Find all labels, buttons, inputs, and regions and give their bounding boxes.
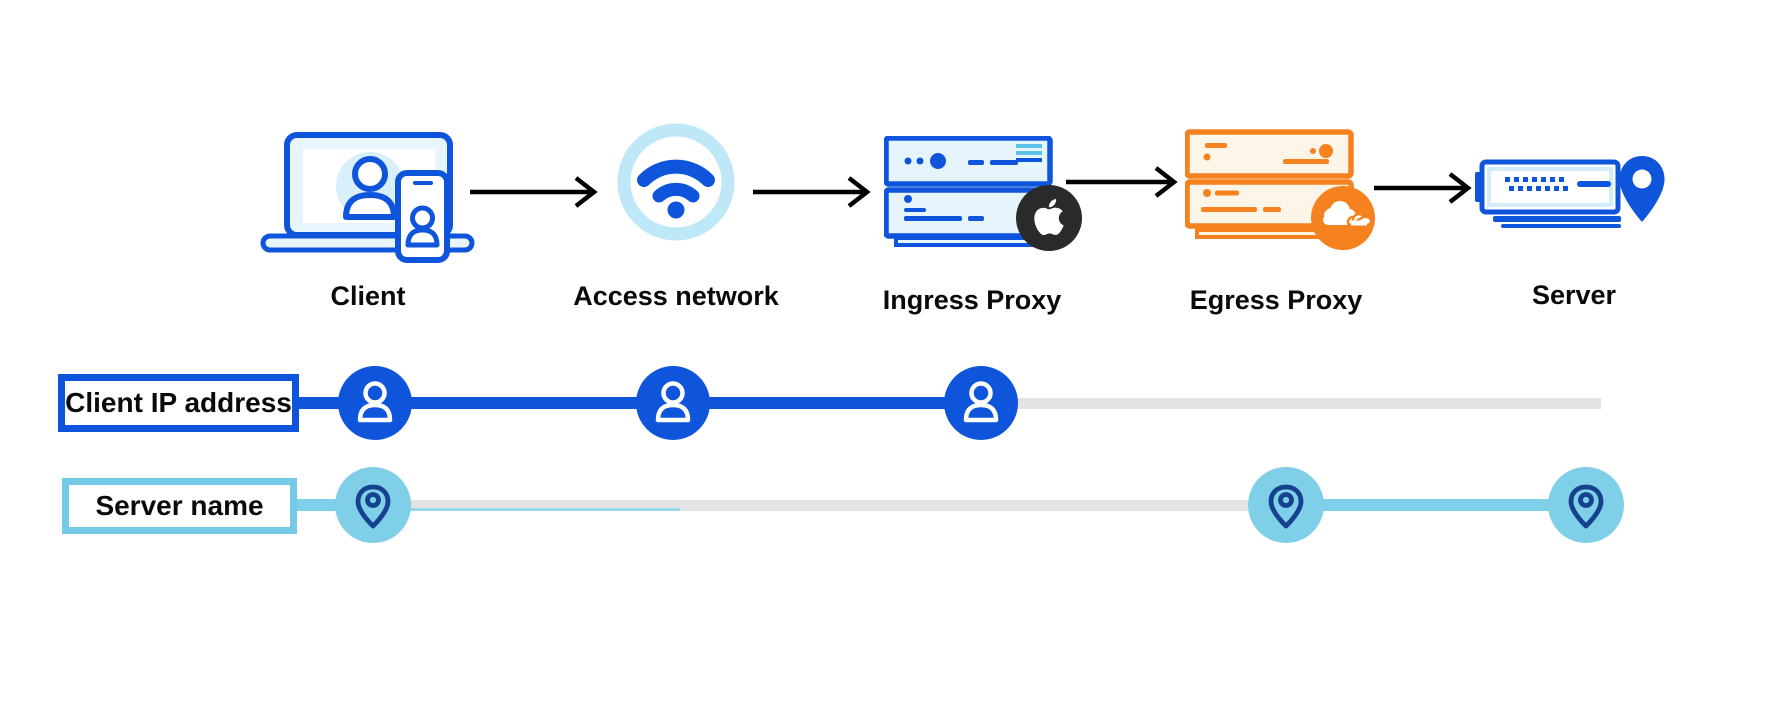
server-name-label: Server name	[62, 478, 297, 534]
server-name-active-line	[1286, 499, 1586, 511]
pin-marker	[335, 467, 411, 543]
user-marker	[338, 366, 412, 440]
client-ip-inactive-line	[981, 398, 1601, 409]
server-rack-icon	[884, 136, 1082, 251]
location-pin-icon	[1619, 156, 1665, 222]
cloudflare-logo-icon	[1311, 186, 1375, 250]
user-icon	[357, 381, 393, 423]
node-label-ingress-proxy: Ingress Proxy	[882, 285, 1062, 315]
user-marker	[944, 366, 1018, 440]
user-icon	[963, 381, 999, 423]
pin-marker	[1248, 467, 1324, 543]
client-ip-address-label: Client IP address	[58, 374, 299, 432]
server-name-thin-underline	[405, 508, 680, 511]
user-marker	[636, 366, 710, 440]
flow-arrow-icon	[753, 176, 871, 208]
pin-marker	[1548, 467, 1624, 543]
server-rack-icon	[1185, 129, 1375, 250]
node-label-client: Client	[330, 281, 406, 311]
flow-arrow-icon	[1066, 166, 1178, 198]
server-dots-pattern	[1505, 177, 1568, 191]
location-pin-icon	[1568, 484, 1604, 529]
node-label-server: Server	[1531, 280, 1617, 310]
node-label-access-network: Access network	[573, 281, 779, 311]
laptop-and-phone-user-icon	[260, 132, 475, 263]
flow-arrow-icon	[1374, 172, 1472, 204]
location-pin-icon	[1268, 484, 1304, 529]
server-with-location-pin-icon	[1475, 156, 1665, 228]
wifi-icon	[617, 123, 735, 241]
node-label-egress-proxy: Egress Proxy	[1189, 285, 1363, 315]
server-name-inactive-line	[373, 500, 1248, 511]
apple-logo-icon	[1016, 185, 1082, 251]
location-pin-icon	[355, 484, 391, 529]
flow-arrow-icon	[470, 176, 598, 208]
user-icon	[655, 381, 691, 423]
